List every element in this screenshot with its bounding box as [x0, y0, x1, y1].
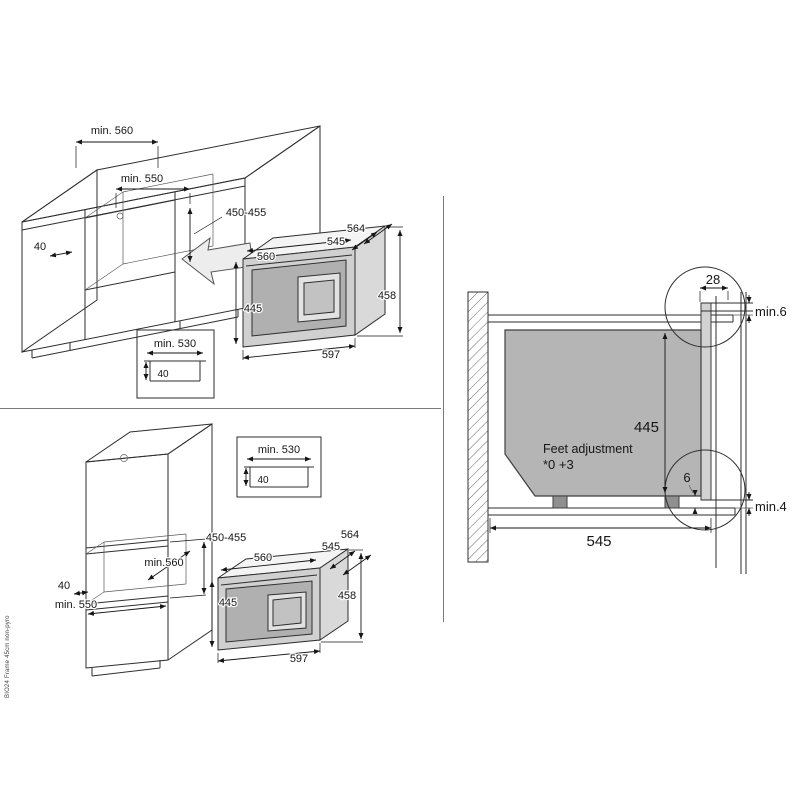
cabinet-dimensions: min. 560 min. 550 450-455 40	[33, 124, 267, 262]
oven-door-window-inner	[272, 596, 302, 627]
oven-foot-rear	[552, 495, 568, 509]
fixing-hole-marker	[120, 454, 128, 462]
feet-adjustment-value: *0 +3	[543, 457, 574, 472]
dim-bracket-depth: 28	[706, 272, 720, 287]
dim-foot-height: 6	[683, 470, 690, 485]
wall-section	[467, 291, 489, 563]
oven-control-strip	[245, 254, 353, 267]
dim-oven-depth: 545	[586, 533, 611, 550]
dim-oven-height-total: 458	[378, 290, 396, 302]
inset-frame-height-label: 40	[257, 475, 269, 486]
vertical-divider	[443, 196, 444, 622]
model-footer-label: BIO24 Frame 45cm non-pyro	[5, 615, 11, 698]
tall-cabinet-installation-view: 450-455 min.560 40 min. 550 min. 530 40	[54, 423, 372, 677]
frame-detail-inset: min. 530 40	[236, 436, 322, 498]
dim-oven-width-top: 560	[254, 552, 272, 564]
dim-oven-height: 445	[634, 419, 659, 436]
dim-niche-depth: min.560	[144, 557, 183, 569]
inset-frame-width-label: min. 530	[258, 444, 300, 456]
oven-door-slab	[700, 302, 712, 501]
cabinet-section-drawing	[467, 291, 753, 574]
side-section-view: 28 min.6 445 Feet adjustment *0 +3 6 min…	[467, 266, 787, 574]
detail-callout-circle-top	[664, 266, 746, 348]
oven-dimensions: 445 458 597 560 545 564	[209, 528, 372, 666]
oven-control-strip	[220, 574, 318, 586]
dim-niche-height: 450-455	[206, 532, 246, 544]
top-board	[488, 314, 734, 323]
dim-front-gap: 40	[58, 580, 70, 592]
dim-niche-height: 450-455	[226, 207, 266, 219]
built-under-installation-view: min. 560 min. 550 450-455 40 445	[21, 124, 403, 399]
dim-bottom-clearance: min.4	[755, 499, 787, 514]
base-cabinet-run-drawing	[21, 125, 321, 359]
inset-frame-height-label: 40	[157, 369, 169, 380]
cabinet-front-frame	[715, 292, 747, 574]
oven-door-window-inner	[303, 279, 335, 316]
inset-frame-width-label: min. 530	[154, 338, 196, 350]
dim-opening-width: min. 550	[55, 599, 97, 611]
dim-top-clearance: min.6	[755, 304, 787, 319]
insert-direction-arrow-icon	[181, 236, 254, 286]
dim-oven-width-front: 597	[322, 349, 340, 361]
oven-side-profile	[504, 329, 702, 497]
dim-oven-depth-total: 564	[347, 223, 365, 235]
dim-opening-width: min. 550	[121, 173, 163, 185]
dim-oven-width-front: 597	[290, 653, 308, 665]
oven-dimensions: 445 458 597 560 545 564	[233, 222, 403, 362]
dim-cabinet-top-width: min. 560	[91, 125, 133, 137]
oven-isometric-drawing	[217, 548, 349, 651]
section-dimensions: 28 min.6 445 Feet adjustment *0 +3 6 min…	[489, 272, 787, 550]
frame-detail-inset: min. 530 40	[136, 329, 215, 399]
bottom-board	[488, 507, 736, 516]
oven-foot-front	[664, 495, 680, 509]
dim-oven-depth-body: 545	[327, 236, 345, 248]
dim-oven-depth-body: 545	[322, 541, 340, 553]
dim-oven-depth-total: 564	[341, 529, 359, 541]
fixing-hole-marker	[116, 212, 124, 220]
dim-oven-width-top: 560	[257, 251, 275, 263]
feet-adjustment-label: Feet adjustment	[543, 442, 633, 456]
dim-oven-height-front: 445	[244, 303, 262, 315]
dim-oven-height-front: 445	[219, 597, 237, 609]
horizontal-divider	[0, 408, 441, 409]
cabinet-dimensions: 450-455 min.560 40 min. 550	[54, 531, 247, 616]
tall-cabinet-drawing	[85, 423, 213, 677]
dim-oven-height-total: 458	[338, 590, 356, 602]
dim-front-gap: 40	[34, 241, 46, 253]
